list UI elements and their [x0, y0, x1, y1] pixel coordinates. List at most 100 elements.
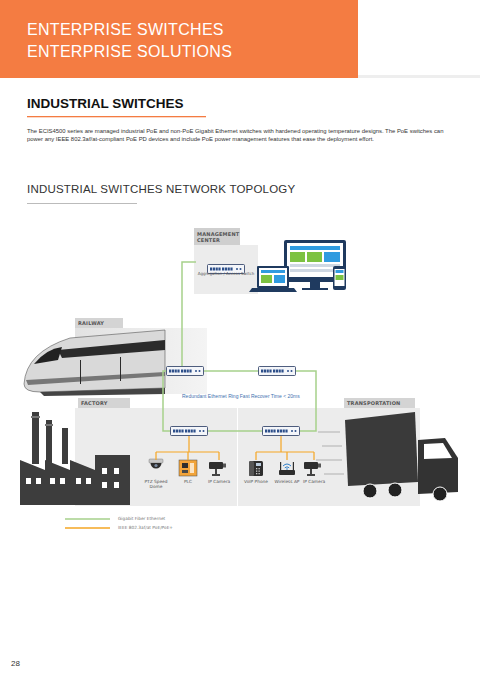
truck-illustration: [433, 487, 447, 501]
device-icon: [244, 458, 268, 478]
truck-illustration: [322, 445, 342, 446]
device-icon: [215, 469, 217, 474]
device-icon: [144, 458, 168, 478]
device-icon: [144, 458, 168, 478]
railway-train: [24, 330, 165, 392]
device-icon: [302, 458, 326, 478]
management-devices: [261, 270, 285, 273]
management-devices: [259, 268, 287, 286]
management-devices: [249, 240, 346, 292]
ring-switches: [167, 367, 204, 376]
factory-illustration: [60, 478, 65, 484]
area-tab: FACTORY: [78, 398, 130, 408]
area-tab: TRANSPORTATION: [344, 398, 415, 408]
device-icon: [275, 458, 299, 478]
management-devices: [290, 246, 340, 250]
device-node: VoIP Phone: [242, 458, 270, 494]
management-devices: [290, 269, 340, 272]
factory-illustration: [62, 428, 68, 464]
factory-illustration: [76, 478, 81, 484]
area-panel: RAILWAY: [75, 318, 207, 394]
management-devices: [261, 275, 272, 283]
device-icon: [182, 470, 188, 473]
fiber-lines: [296, 371, 316, 431]
area-panel: TRANSPORTATION VoIP PhoneWireless APIP Ca…: [237, 398, 420, 506]
device-icon: [207, 458, 231, 478]
section-heading: INDUSTRIAL SWITCHES: [27, 96, 184, 111]
device-icon: [190, 463, 194, 473]
device-icon: [259, 468, 260, 469]
management-devices: [290, 264, 340, 267]
device-label: PLC: [176, 479, 200, 484]
fiber-lines: [204, 370, 258, 372]
area-background: [75, 328, 207, 394]
factory-illustration: [31, 416, 40, 418]
poe-lines: [156, 436, 314, 460]
device-icon: [280, 462, 281, 470]
device-label: PTZ Speed Dome: [143, 479, 169, 489]
truck-illustration: [418, 438, 458, 494]
device-icon: [285, 467, 289, 468]
area-tab: MANAGEMENT CENTER: [194, 228, 240, 245]
area-background: [75, 408, 237, 506]
legend-text: IEEE 802.3af/at PoE/PoE+: [118, 525, 173, 531]
switch-node: Aggregation / Access Switch: [196, 257, 256, 281]
management-devices: [284, 240, 346, 282]
device-icon: [279, 470, 295, 475]
management-devices: [287, 243, 343, 277]
legend-samples: [65, 519, 110, 528]
device-icon: [207, 458, 231, 478]
device-icon: [256, 471, 257, 472]
device-icon: [176, 458, 200, 478]
railway-train: [24, 330, 165, 396]
device-icon: [149, 459, 163, 463]
page-number: 28: [11, 659, 20, 668]
management-devices: [310, 282, 320, 288]
ring-label: Redundant Ethernet Ring Fast Recover Tim…: [182, 393, 300, 399]
railway-train: [40, 388, 165, 396]
legend-samples: [65, 518, 110, 520]
management-devices: [324, 252, 340, 262]
area-name: FACTORY: [81, 400, 130, 406]
heading-underline: [27, 116, 206, 117]
fiber-lines: [163, 371, 170, 431]
device-icon: [256, 468, 260, 474]
device-node: IP Camera: [205, 458, 233, 494]
device-icon: [209, 462, 223, 469]
title-underline: [27, 203, 137, 204]
area-name: MANAGEMENT CENTER: [197, 231, 240, 243]
truck-illustration: [324, 473, 344, 474]
management-devices: [335, 269, 345, 286]
management-devices: [336, 275, 344, 280]
device-icon: [244, 458, 268, 478]
truck-illustration: [345, 412, 418, 486]
device-icon: [256, 463, 261, 466]
truck-illustration: [318, 431, 340, 432]
fiber-lines: [163, 262, 316, 431]
area-panel: FACTORY PTZ Speed Dome PLC IP Camera: [75, 398, 237, 506]
device-icon: [249, 461, 263, 476]
device-icon: [302, 458, 326, 478]
device-node: Wireless AP: [272, 458, 302, 494]
factory-illustration: [86, 478, 91, 484]
device-node: IP Camera: [300, 458, 328, 494]
management-devices: [257, 266, 289, 288]
management-devices: [290, 252, 305, 262]
factory-illustration: [102, 468, 107, 474]
section-title: INDUSTRIAL SWITCHES NETWORK TOPOLOGY: [27, 183, 295, 195]
device-label: IP Camera: [205, 479, 233, 484]
fiber-lines: [182, 262, 196, 366]
truck-illustration: [388, 483, 402, 497]
railway-train: [58, 340, 165, 358]
device-icon: [151, 463, 162, 469]
management-devices: [302, 288, 328, 290]
factory-illustration: [32, 412, 39, 464]
management-devices: [336, 270, 344, 273]
management-devices: [274, 275, 285, 283]
area-panel: MANAGEMENT CENTER Aggregation / Access Sw…: [194, 228, 258, 294]
factory-illustration: [114, 468, 119, 474]
switch-icon: [206, 259, 246, 269]
area-tab: RAILWAY: [75, 318, 123, 328]
factory-illustration: [50, 478, 55, 484]
